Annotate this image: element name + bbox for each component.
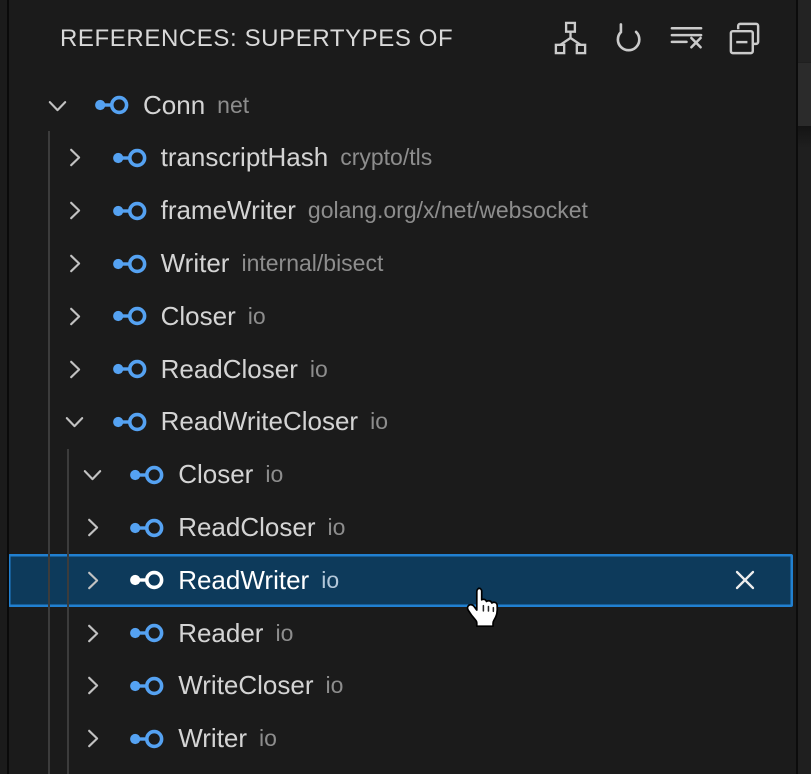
- tree-row-transcripthash[interactable]: transcriptHash crypto/tls: [8, 132, 793, 185]
- row-detail: io: [325, 672, 344, 699]
- row-detail: crypto/tls: [340, 144, 433, 171]
- panel-left-border: [7, 0, 9, 774]
- row-label: ReadCloser: [160, 353, 298, 384]
- row-label: Conn: [143, 89, 206, 120]
- references-pane-header: REFERENCES: SUPERTYPES OF: [0, 0, 797, 79]
- collapse-all-icon: [726, 20, 763, 57]
- symbol-interface-icon: [93, 92, 129, 118]
- row-detail: io: [265, 461, 284, 488]
- symbol-interface-icon: [128, 567, 164, 593]
- pane-title: REFERENCES: SUPERTYPES OF: [60, 25, 454, 52]
- type-hierarchy-icon: [552, 20, 589, 57]
- symbol-interface-icon: [111, 145, 147, 171]
- scrollbar-thumb[interactable]: [798, 63, 811, 126]
- row-detail: io: [321, 566, 340, 593]
- chevron-right-icon[interactable]: [62, 145, 88, 171]
- row-detail: net: [217, 91, 250, 118]
- refresh-button[interactable]: [609, 17, 648, 59]
- row-label: Writer: [160, 248, 230, 279]
- tree-row-closer[interactable]: Closer io: [8, 290, 793, 343]
- remove-reference-button[interactable]: [731, 566, 759, 594]
- chevron-right-icon[interactable]: [79, 726, 105, 752]
- row-label: ReadCloser: [178, 512, 316, 543]
- row-label: Closer: [178, 459, 254, 490]
- symbol-interface-icon: [111, 303, 147, 329]
- symbol-interface-icon: [128, 726, 164, 752]
- row-label: ReadWriter: [178, 564, 310, 595]
- clear-all-icon: [668, 20, 705, 57]
- row-detail: io: [327, 514, 346, 541]
- scrollbar-top-block: [798, 0, 811, 62]
- show-type-hierarchy-button[interactable]: [551, 17, 590, 59]
- collapse-all-button[interactable]: [725, 17, 764, 59]
- row-detail: io: [259, 725, 277, 752]
- chevron-right-icon[interactable]: [79, 673, 105, 699]
- symbol-interface-icon: [128, 462, 164, 488]
- tree-row-writer[interactable]: Writer io: [8, 712, 793, 765]
- tree-row-framewriter[interactable]: frameWriter golang.org/x/net/websocket: [8, 184, 793, 237]
- tree-row-closer[interactable]: Closer io: [8, 448, 793, 501]
- symbol-interface-icon: [111, 251, 147, 277]
- pane-action-toolbar: [551, 17, 764, 59]
- chevron-down-icon[interactable]: [62, 409, 88, 435]
- symbol-interface-icon: [128, 673, 164, 699]
- row-detail: io: [370, 408, 388, 435]
- tree-row-writer[interactable]: Writer internal/bisect: [8, 237, 793, 290]
- symbol-interface-icon: [128, 620, 164, 646]
- tree-row-readcloser[interactable]: ReadCloser io: [8, 501, 793, 554]
- row-label: Writer: [178, 723, 248, 754]
- panel-right-divider: [796, 0, 799, 774]
- tree-row-writecloser[interactable]: WriteCloser io: [8, 660, 793, 713]
- row-label: transcriptHash: [160, 142, 329, 173]
- chevron-right-icon[interactable]: [62, 251, 88, 277]
- symbol-interface-icon: [128, 515, 164, 541]
- row-label: WriteCloser: [178, 670, 314, 701]
- chevron-right-icon[interactable]: [62, 198, 88, 224]
- symbol-interface-icon: [111, 198, 147, 224]
- chevron-right-icon[interactable]: [79, 515, 105, 541]
- tree-row-reader[interactable]: Reader io: [8, 607, 793, 660]
- tree-row-readwriter[interactable]: ReadWriter io: [8, 553, 793, 607]
- scrollbar-gutter: [798, 0, 811, 774]
- chevron-right-icon[interactable]: [79, 620, 105, 646]
- row-label: Closer: [160, 300, 236, 331]
- row-detail: io: [309, 355, 328, 382]
- chevron-right-icon[interactable]: [62, 356, 88, 382]
- clear-all-button[interactable]: [667, 17, 706, 59]
- row-detail: golang.org/x/net/websocket: [307, 197, 588, 224]
- row-label: Reader: [178, 617, 264, 648]
- row-detail: io: [275, 619, 294, 646]
- close-icon: [733, 568, 757, 592]
- tree-row-readwritecloser[interactable]: ReadWriteCloser io: [8, 396, 793, 449]
- refresh-icon: [610, 20, 647, 57]
- row-detail: io: [247, 302, 266, 329]
- symbol-interface-icon: [111, 409, 147, 435]
- chevron-right-icon[interactable]: [79, 567, 105, 593]
- symbol-interface-icon: [111, 356, 147, 382]
- chevron-right-icon[interactable]: [62, 303, 88, 329]
- row-label: ReadWriteCloser: [160, 406, 359, 437]
- chevron-down-icon[interactable]: [44, 92, 70, 118]
- row-label: frameWriter: [160, 195, 296, 226]
- chevron-down-icon[interactable]: [79, 462, 105, 488]
- row-detail: internal/bisect: [241, 250, 384, 277]
- scroll-shadow: [798, 126, 811, 148]
- tree-row-readcloser[interactable]: ReadCloser io: [8, 343, 793, 396]
